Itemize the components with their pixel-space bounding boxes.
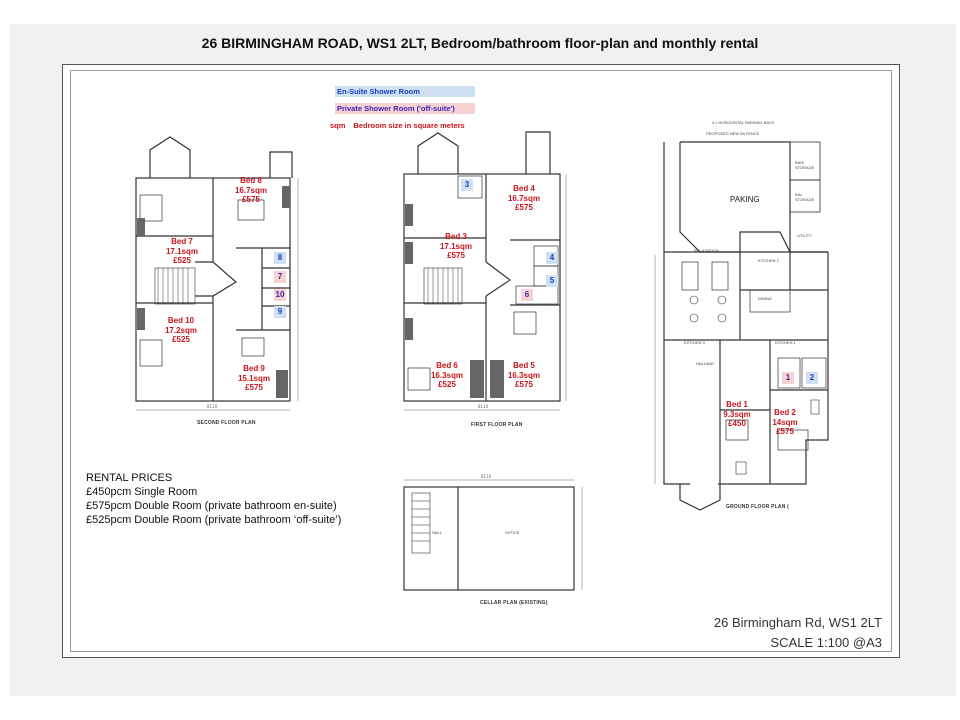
page-title: 26 BIRMINGHAM ROAD, WS1 2LT, Bedroom/bat…	[201, 35, 759, 51]
room-name: Bed 3	[445, 232, 467, 241]
kitchen3-label: KITCHEN 3	[684, 340, 705, 345]
rental-double-ensuite: £575pcm Double Room (private bathroom en…	[86, 500, 337, 512]
proposed-fence-label: PROPOSED NEW 6ft FENCE	[706, 131, 760, 136]
rental-prices: RENTAL PRICES £450pcm Single Room £575pc…	[86, 471, 341, 527]
title-block-address: 26 Birmingham Rd, WS1 2LT	[713, 615, 882, 630]
bike-storage-label: BIKE STORAGE	[795, 160, 815, 170]
room-name: Bed 2	[774, 408, 796, 417]
bathroom-2: 2	[806, 372, 818, 384]
room-bed8: Bed 8 16.7sqm £575	[221, 176, 281, 205]
room-size: 16.7sqm	[507, 193, 541, 203]
rental-single: £450pcm Single Room	[86, 486, 198, 498]
room-price: £525	[172, 335, 190, 344]
bathroom-8: 8	[274, 252, 286, 264]
bin-storage-label: BIN STORAGE	[795, 192, 815, 202]
room-size: 17.2sqm	[164, 325, 198, 335]
room-bed5: Bed 5 16.3sqm £575	[494, 361, 554, 390]
title-block: 26 Birmingham Rd, WS1 2LT SCALE 1:100 @A…	[714, 613, 882, 653]
room-price: £575	[515, 203, 533, 212]
hallway-label: HALLWAY	[696, 361, 715, 366]
svg-text:8110: 8110	[207, 404, 218, 409]
kitchen1-label: KITCHEN 1	[775, 340, 796, 345]
bathroom-7: 7	[274, 271, 286, 283]
room-name: Bed 4	[513, 184, 535, 193]
cellar-office-label: OFFICE	[505, 530, 520, 535]
second-floor-plan	[135, 136, 293, 402]
bathroom-4: 4	[546, 252, 558, 264]
parking-label: PAKING	[730, 195, 760, 204]
ground-floor-label: GROUND FLOOR PLAN (	[726, 504, 789, 510]
room-bed4: Bed 4 16.7sqm £575	[494, 184, 554, 213]
room-price: £450	[728, 419, 746, 428]
room-price: £575	[245, 383, 263, 392]
ground-floor-plan	[663, 141, 829, 511]
room-name: Bed 9	[243, 364, 265, 373]
legend-sqm-key: sqm	[330, 121, 346, 130]
room-bed7: Bed 7 17.1sqm £525	[152, 237, 212, 266]
rental-double-offsuite: £525pcm Double Room (private bathroom ‘o…	[86, 514, 342, 526]
room-size: 16.7sqm	[234, 185, 268, 195]
room-size: 14sqm	[772, 417, 798, 427]
rental-heading: RENTAL PRICES	[86, 472, 173, 484]
room-bed9: Bed 9 15.1sqm £575	[224, 364, 284, 393]
bathroom-10: 10	[274, 289, 286, 301]
legend-private: Private Shower Room ('off-suite')	[335, 103, 475, 114]
room-size: 17.1sqm	[165, 246, 199, 256]
svg-text:8110: 8110	[478, 404, 489, 409]
room-price: £525	[173, 256, 191, 265]
dining-label: DINING	[758, 296, 772, 301]
first-floor-label: FIRST FLOOR PLAN	[471, 422, 523, 428]
room-name: Bed 10	[167, 316, 195, 325]
room-size: 16.3sqm	[507, 370, 541, 380]
room-size: 15.1sqm	[237, 373, 271, 383]
legend-ensuite: En-Suite Shower Room	[335, 86, 475, 97]
room-size: 16.3sqm	[430, 370, 464, 380]
room-name: Bed 8	[240, 176, 262, 185]
room-bed2: Bed 2 14sqm £575	[760, 408, 810, 437]
bathroom-6: 6	[521, 289, 533, 301]
kitchen2-label: KITCHEN 2	[758, 258, 779, 263]
room-bed3: Bed 3 17.1sqm £575	[426, 232, 486, 261]
room-price: £525	[438, 380, 456, 389]
room-name: Bed 7	[171, 237, 193, 246]
room-name: Bed 6	[436, 361, 458, 370]
bathroom-9: 9	[274, 306, 286, 318]
room-size: 9.3sqm	[723, 409, 751, 419]
room-price: £575	[447, 251, 465, 260]
bathroom-3: 3	[461, 179, 473, 191]
utility-label: UTILITY	[797, 233, 812, 238]
drawing-inner-border	[70, 70, 892, 652]
room-size: 17.1sqm	[439, 241, 473, 251]
second-floor-label: SECOND FLOOR PLAN	[197, 420, 256, 426]
room-name: Bed 5	[513, 361, 535, 370]
room-price: £575	[776, 427, 794, 436]
legend-sqm: sqm Bedroom size in square meters	[330, 121, 465, 130]
room-name: Bed 1	[726, 400, 748, 409]
room-bed1: Bed 1 9.3sqm £450	[712, 400, 762, 429]
title-block-scale: SCALE 1:100 @A3	[770, 635, 882, 650]
parking-bays-label: 4 x HORIZONTAL PARKING BAYS	[712, 120, 775, 125]
cellar-hall-label: HALL	[432, 530, 443, 535]
room-bed10: Bed 10 17.2sqm £525	[151, 316, 211, 345]
cellar-plan-label: CELLAR PLAN (EXISTING)	[480, 600, 548, 606]
bathroom-1: 1	[782, 372, 794, 384]
first-floor-plan	[403, 131, 561, 402]
room-price: £575	[515, 380, 533, 389]
legend-sqm-desc: Bedroom size in square meters	[353, 121, 465, 130]
cellar-plan	[403, 486, 575, 591]
bathroom-5: 5	[546, 275, 558, 287]
room-bed6: Bed 6 16.3sqm £525	[417, 361, 477, 390]
room-price: £575	[242, 195, 260, 204]
svg-text:8110: 8110	[481, 474, 492, 479]
relaxation-label: RELAXATION	[694, 248, 720, 253]
